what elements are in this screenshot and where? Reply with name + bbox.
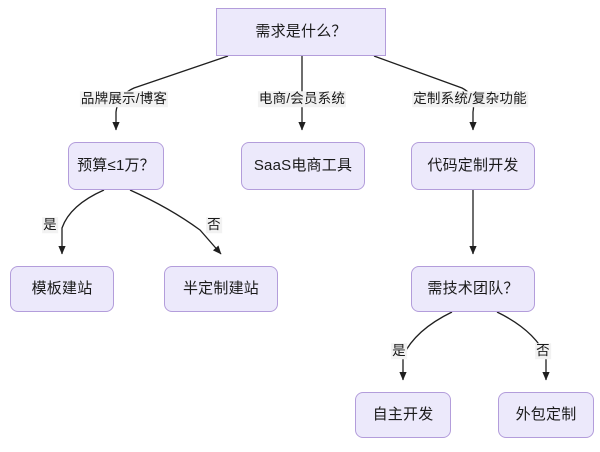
edge-label-team-no: 否 [535, 343, 551, 359]
edge-label-budget-no: 否 [206, 217, 222, 233]
node-semi-custom[interactable]: 半定制建站 [164, 266, 278, 312]
node-root-label: 需求是什么？ [255, 23, 347, 40]
edge-label-team-yes: 是 [391, 343, 407, 359]
node-need-team-label: 需技术团队？ [427, 280, 519, 297]
node-saas-label: SaaS电商工具 [253, 157, 353, 174]
node-root[interactable]: 需求是什么？ [216, 8, 386, 56]
node-saas[interactable]: SaaS电商工具 [241, 142, 365, 190]
node-need-team[interactable]: 需技术团队？ [411, 266, 535, 312]
edge-label-custom-complex: 定制系统/复杂功能 [412, 91, 528, 107]
node-semi-custom-label: 半定制建站 [182, 280, 259, 297]
node-custom-dev[interactable]: 代码定制开发 [411, 142, 535, 190]
node-template[interactable]: 模板建站 [10, 266, 114, 312]
edge-label-budget-yes: 是 [42, 217, 58, 233]
node-template-label: 模板建站 [31, 280, 93, 297]
edge-label-ecommerce-membership: 电商/会员系统 [257, 91, 347, 107]
node-outsource[interactable]: 外包定制 [498, 392, 594, 438]
node-budget[interactable]: 预算≤1万？ [68, 142, 164, 190]
node-in-house[interactable]: 自主开发 [355, 392, 451, 438]
node-in-house-label: 自主开发 [372, 406, 434, 423]
node-outsource-label: 外包定制 [515, 406, 577, 423]
edge-label-brand-blog: 品牌展示/博客 [79, 91, 169, 107]
node-budget-label: 预算≤1万？ [77, 157, 155, 174]
edge-budget-to-template [58, 189, 105, 255]
edge-need-team-to-in-house [399, 311, 453, 381]
node-custom-dev-label: 代码定制开发 [427, 157, 519, 174]
